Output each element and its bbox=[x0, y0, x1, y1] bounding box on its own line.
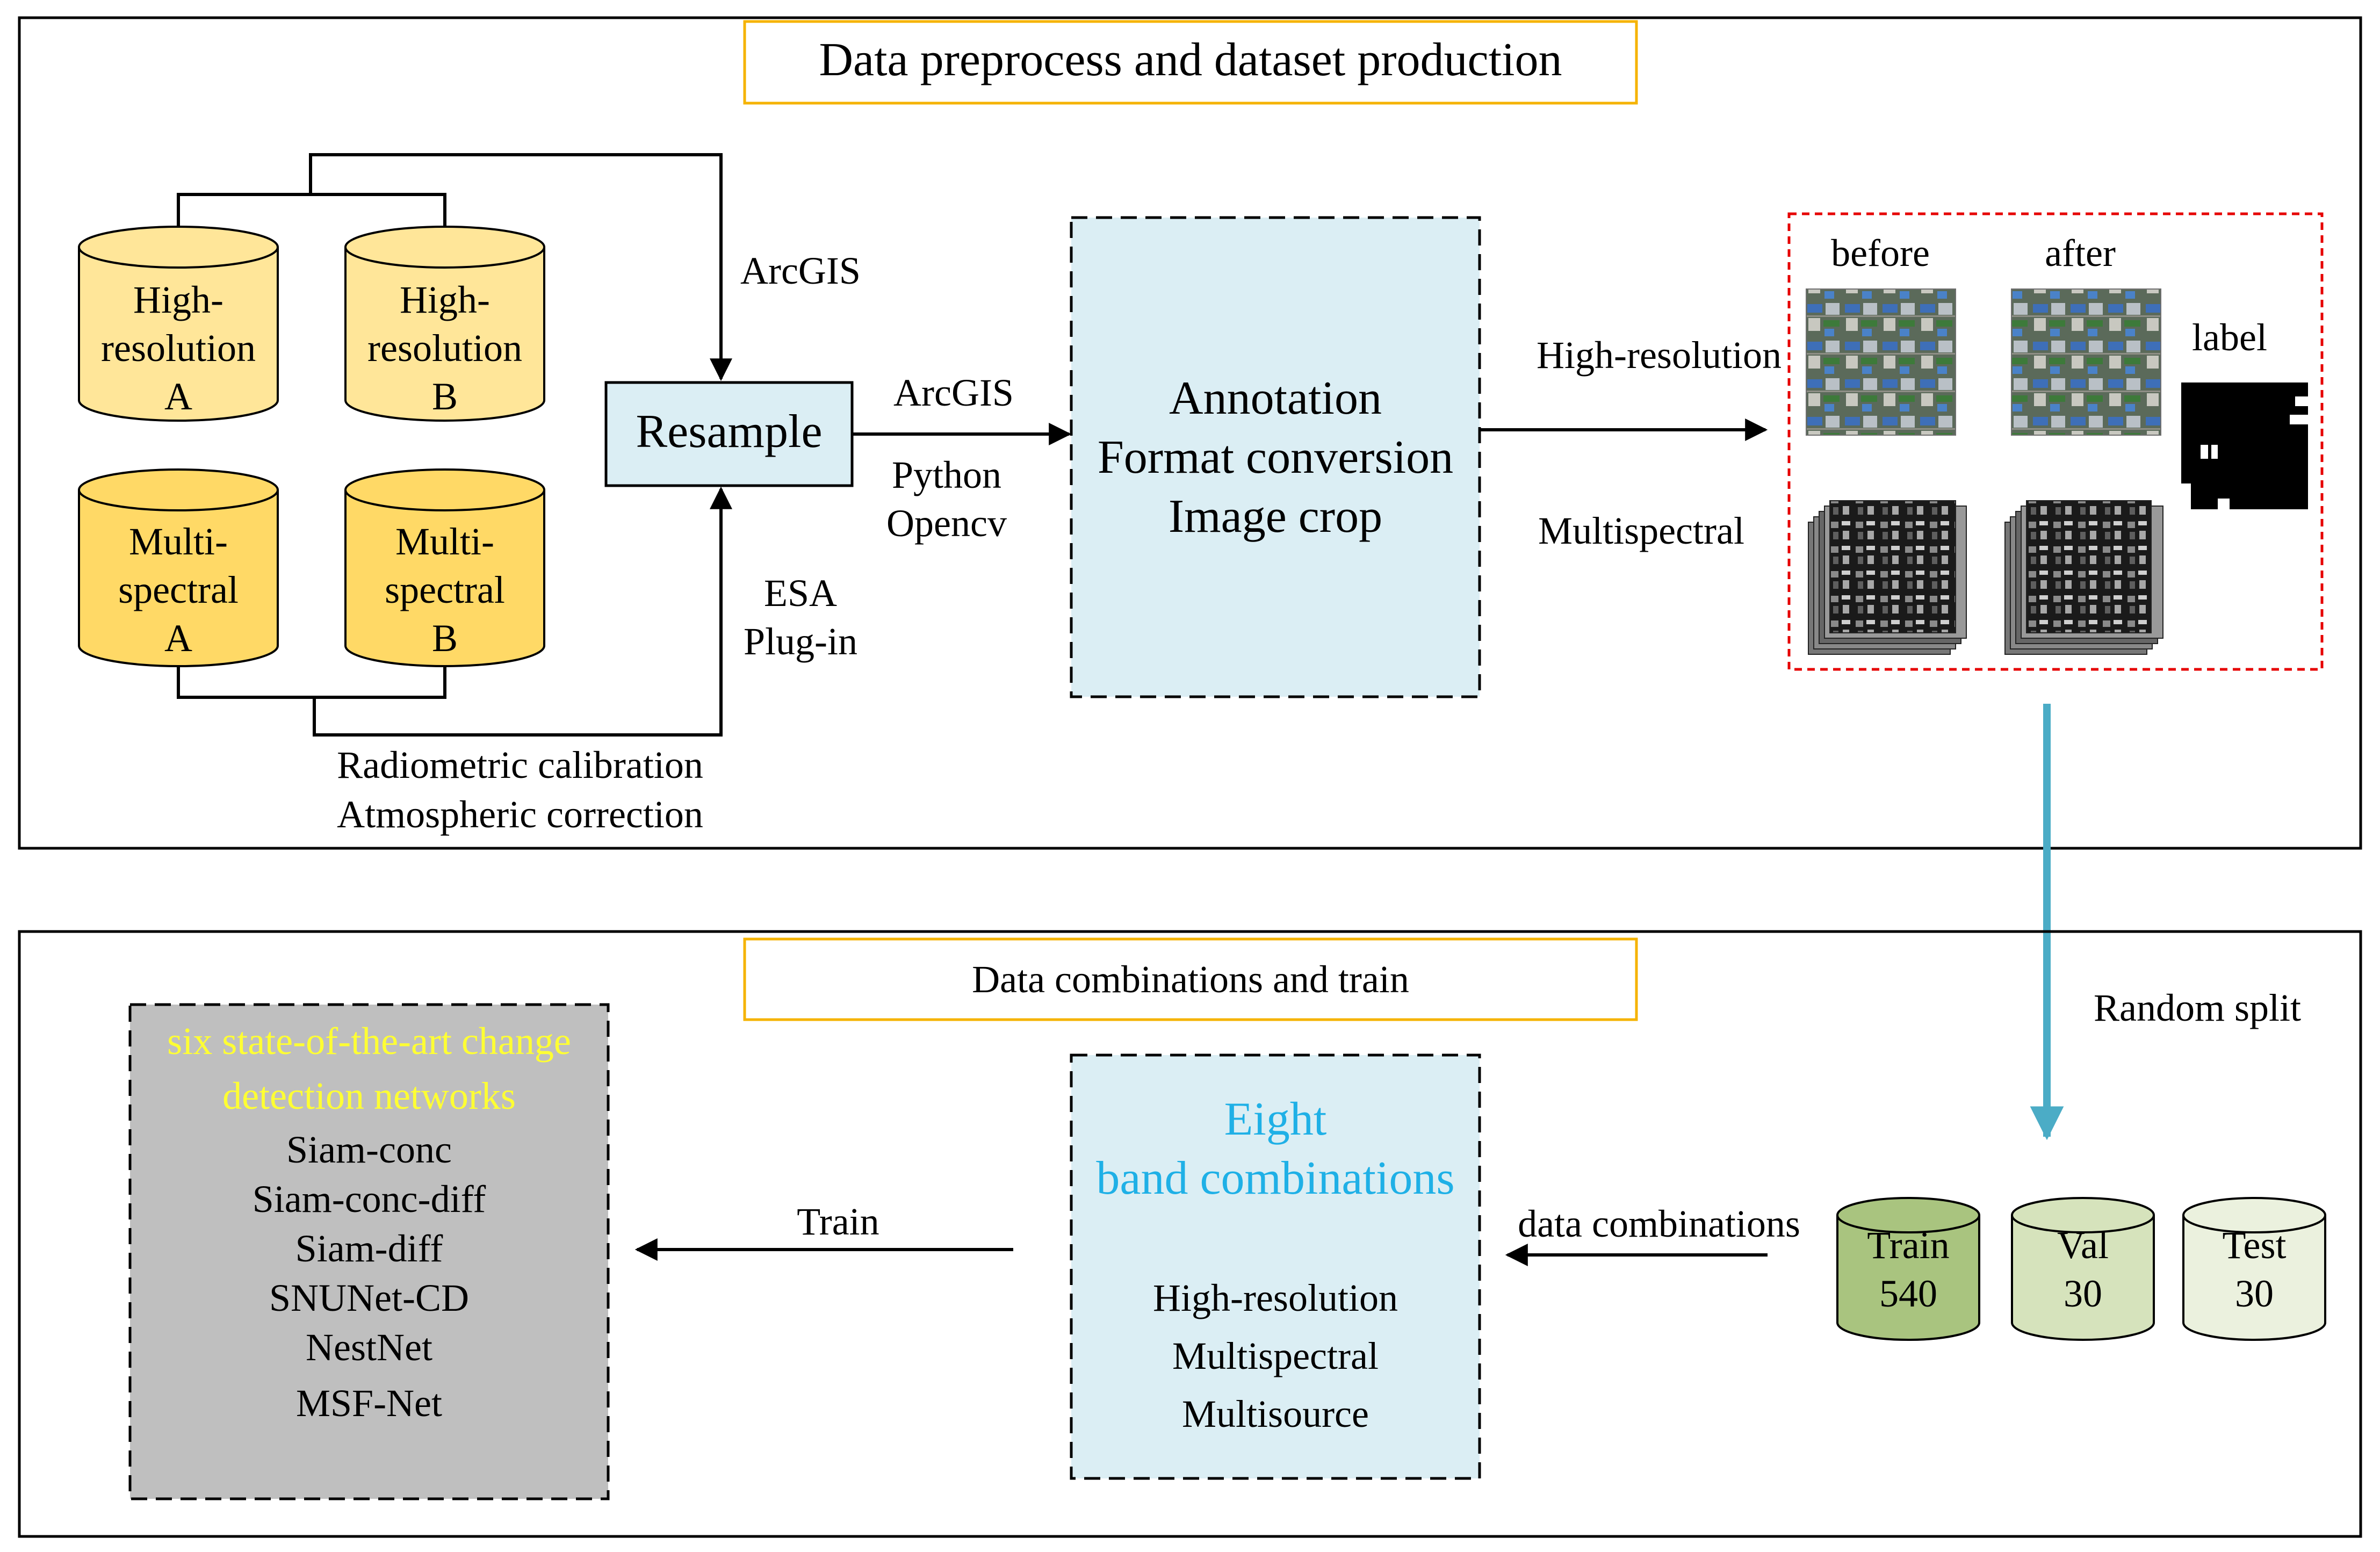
before-high-resolution-image bbox=[1806, 288, 1956, 436]
before-multispectral-stack bbox=[1808, 500, 1967, 655]
svg-text:spectral: spectral bbox=[118, 568, 239, 611]
svg-text:resolution: resolution bbox=[101, 327, 256, 370]
network-siam-conc-diff: Siam-conc-diff bbox=[253, 1178, 486, 1221]
svg-text:540: 540 bbox=[1879, 1272, 1937, 1315]
cylinder-high-resolution-b: High- resolution B bbox=[344, 226, 545, 422]
networks-title-1: six state-of-the-art change bbox=[167, 1020, 571, 1063]
svg-text:High-: High- bbox=[133, 278, 223, 321]
connector-multispectral bbox=[177, 666, 446, 699]
label-mask-image bbox=[2181, 382, 2308, 509]
combination-item-high-resolution: High-resolution bbox=[1153, 1276, 1398, 1319]
svg-text:spectral: spectral bbox=[385, 568, 505, 611]
before-label: before bbox=[1831, 232, 1930, 275]
cylinder-train: Train 540 bbox=[1836, 1197, 1980, 1341]
networks-title-2: detection networks bbox=[222, 1074, 516, 1117]
combination-item-multispectral: Multispectral bbox=[1172, 1334, 1379, 1377]
network-snunet-cd: SNUNet-CD bbox=[269, 1276, 469, 1319]
connector-high-resolution bbox=[177, 193, 446, 227]
cylinder-multispectral-b: Multi- spectral B bbox=[344, 468, 545, 667]
high-resolution-label: High-resolution bbox=[1537, 334, 1782, 377]
svg-text:Multi-: Multi- bbox=[129, 520, 228, 563]
calibration-label-1: Radiometric calibration bbox=[337, 743, 703, 786]
after-label: after bbox=[2045, 232, 2116, 275]
svg-text:Train: Train bbox=[1867, 1224, 1949, 1267]
combinations-box bbox=[1070, 1053, 1481, 1480]
svg-text:Val: Val bbox=[2057, 1224, 2109, 1267]
combinations-title-2: band combinations bbox=[1096, 1152, 1454, 1204]
top-panel bbox=[18, 16, 2362, 850]
network-nestnet: NestNet bbox=[306, 1326, 432, 1369]
esa-plugin-label-2: Plug-in bbox=[744, 620, 857, 663]
svg-text:A: A bbox=[164, 617, 192, 660]
after-high-resolution-image bbox=[2011, 288, 2161, 436]
arrow-to-resample-top bbox=[309, 153, 732, 381]
bottom-panel bbox=[18, 930, 2362, 1538]
data-combinations-label: data combinations bbox=[1518, 1202, 1800, 1245]
train-label: Train bbox=[797, 1200, 879, 1243]
arcgis-top-label: ArcGIS bbox=[740, 249, 861, 292]
top-panel-title-box bbox=[743, 20, 1638, 105]
calibration-label-2: Atmospheric correction bbox=[337, 793, 703, 836]
process-format-conversion: Format conversion bbox=[1098, 431, 1453, 483]
svg-text:A: A bbox=[164, 375, 192, 418]
tools-label-arcgis: ArcGIS bbox=[893, 371, 1014, 414]
networks-box bbox=[128, 1003, 610, 1500]
svg-text:B: B bbox=[432, 617, 458, 660]
esa-plugin-label-1: ESA bbox=[764, 572, 837, 615]
arrow-to-resample-bottom bbox=[313, 486, 732, 737]
process-annotation: Annotation bbox=[1169, 372, 1382, 424]
combination-item-multisource: Multisource bbox=[1182, 1392, 1369, 1435]
network-msf-net: MSF-Net bbox=[296, 1382, 442, 1425]
network-siam-conc: Siam-conc bbox=[286, 1128, 452, 1171]
svg-text:B: B bbox=[432, 375, 458, 418]
process-image-crop: Image crop bbox=[1169, 490, 1382, 543]
tools-label-opencv: Opencv bbox=[886, 502, 1007, 545]
svg-text:High-: High- bbox=[400, 278, 490, 321]
network-siam-diff: Siam-diff bbox=[295, 1227, 443, 1270]
cylinder-test: Test 30 bbox=[2182, 1197, 2326, 1341]
top-panel-title: Data preprocess and dataset production bbox=[819, 34, 1562, 86]
cylinder-multispectral-a: Multi- spectral A bbox=[78, 468, 279, 667]
svg-text:30: 30 bbox=[2235, 1272, 2274, 1315]
after-multispectral-stack bbox=[2004, 500, 2163, 655]
svg-text:Test: Test bbox=[2223, 1224, 2287, 1267]
svg-text:resolution: resolution bbox=[367, 327, 522, 370]
cylinder-high-resolution-a: High- resolution A bbox=[78, 226, 279, 422]
multispectral-label: Multispectral bbox=[1538, 509, 1744, 552]
tools-label-python: Python bbox=[892, 453, 1001, 496]
svg-text:30: 30 bbox=[2064, 1272, 2102, 1315]
label-label: label bbox=[2192, 316, 2267, 359]
resample-label: Resample bbox=[636, 406, 822, 458]
cylinder-val: Val 30 bbox=[2011, 1197, 2155, 1341]
process-box bbox=[1070, 216, 1481, 698]
bottom-panel-title-box bbox=[743, 937, 1638, 1021]
bottom-panel-title: Data combinations and train bbox=[972, 958, 1409, 1001]
random-split-label: Random split bbox=[2094, 986, 2301, 1029]
combinations-title-1: Eight bbox=[1224, 1093, 1327, 1145]
svg-text:Multi-: Multi- bbox=[395, 520, 494, 563]
